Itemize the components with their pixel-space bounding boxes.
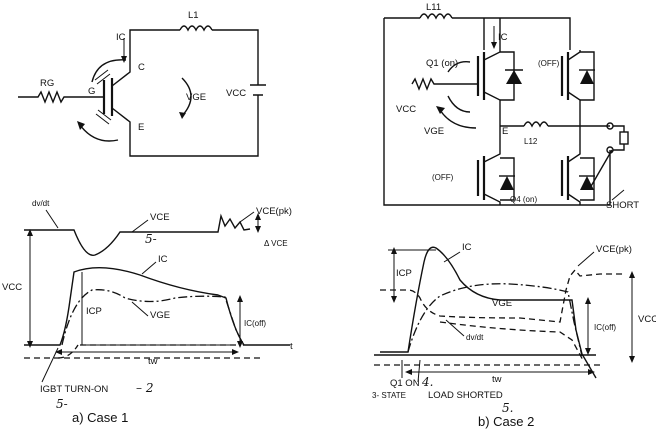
label-icp-c2: ICP [396, 268, 412, 279]
emitter-wire [111, 95, 259, 157]
collector-wire [111, 29, 180, 87]
label-tw: tw [148, 356, 158, 367]
label-c: C [138, 62, 145, 73]
label-l11: L11 [426, 2, 441, 13]
case1-waveform: dv/dt VCE VCE(pk) Δ VCE 5- VCC IC ICP VG… [2, 199, 293, 425]
label-ic-off: IC(off) [244, 319, 266, 328]
q1-gate-resistor [411, 77, 478, 91]
label-g: G [88, 86, 95, 97]
label-l1: L1 [188, 10, 199, 21]
label-vce: VCE [150, 212, 170, 223]
vce-trace [24, 213, 251, 256]
mark-5-upper: 5- [145, 232, 157, 246]
igbt-bottom-left [476, 156, 486, 200]
load-resistor [619, 131, 629, 145]
igbt-q4 [560, 156, 570, 200]
label-t: t [290, 341, 293, 352]
label-vcc-wave-c2: VCC [638, 314, 656, 325]
case2-waveform: IC VCE(pk) ICP VGE dv/dt IC(off) VCC tw … [372, 242, 656, 429]
label-vcc: VCC [226, 88, 246, 99]
label-vce-pk-c2: VCE(pk) [596, 244, 632, 255]
label-load-shorted: LOAD SHORTED [428, 390, 503, 401]
label-dvdt-c2: dv/dt [466, 333, 484, 342]
label-ic: IC [116, 32, 126, 43]
cge-capacitor [95, 109, 112, 125]
label-turn-on: IGBT TURN-ON [40, 384, 108, 395]
mark-5-c2: 5. [502, 401, 513, 415]
label-rg: RG [40, 78, 54, 89]
label-state: 3- STATE [372, 391, 406, 400]
gate-resistor-rg [18, 90, 104, 104]
label-ic-off-c2: IC(off) [594, 323, 616, 332]
label-vge-c2: VGE [424, 126, 444, 137]
inductor-l11 [419, 13, 453, 20]
label-vge-wave: VGE [150, 310, 170, 321]
mark-2: – 2 [136, 381, 153, 395]
vce-trace-c2 [380, 268, 624, 323]
caption-case1: a) Case 1 [72, 410, 128, 425]
case1-circuit: RG L1 IC G C E VGE VCC [18, 10, 266, 157]
label-e-c2: E [502, 126, 508, 137]
label-icp: ICP [86, 306, 102, 317]
diode-top-right [580, 70, 594, 84]
label-off-bottom: (OFF) [432, 173, 454, 182]
label-ic-wave-c2: IC [462, 242, 472, 253]
ic-trace [24, 266, 290, 346]
label-vge-wave-c2: VGE [492, 298, 512, 309]
outer-wire [383, 18, 611, 206]
label-vcc-wave: VCC [2, 282, 22, 293]
cgc-capacitor [94, 69, 111, 85]
label-ic-c2: IC [498, 32, 508, 43]
label-e: E [138, 122, 144, 133]
inductor-l1 [179, 25, 213, 32]
inductor-l12 [523, 121, 549, 128]
label-q1-on: Q1 ON [390, 378, 420, 389]
case2-circuit: L11 IC Q1 (on) (OFF) VCC VGE E L12 (OFF)… [383, 2, 639, 211]
label-q1: Q1 (on) [426, 58, 458, 69]
vge-trace [61, 289, 245, 347]
label-dvdt: dv/dt [32, 199, 50, 208]
label-l12: L12 [524, 137, 538, 146]
label-vcc-c2: VCC [396, 104, 416, 115]
battery-vcc [250, 84, 266, 96]
label-vce-pk: VCE(pk) [256, 206, 292, 217]
label-short: SHORT [606, 200, 639, 211]
top-wire [212, 29, 259, 85]
curved-arrow-top [91, 59, 127, 83]
label-vge: VGE [186, 92, 206, 103]
label-ic-wave: IC [158, 254, 168, 265]
ic-trace-c2 [380, 246, 597, 379]
vge-loop-arrow [181, 77, 192, 117]
label-delta-vce: Δ VCE [264, 239, 288, 248]
label-off-top: (OFF) [538, 59, 560, 68]
igbt-top-right [560, 52, 570, 100]
curved-arrow-bottom [79, 124, 119, 142]
diode-q1 [506, 70, 522, 84]
mark-5-lower: 5- [56, 397, 68, 411]
mark-4: 4. [421, 375, 433, 389]
label-tw-c2: tw [492, 374, 502, 385]
vge-trace-c2 [407, 283, 583, 357]
igbt-q1 [476, 52, 486, 100]
label-q4: Q4 (on) [510, 195, 537, 204]
caption-case2: b) Case 2 [478, 414, 534, 429]
